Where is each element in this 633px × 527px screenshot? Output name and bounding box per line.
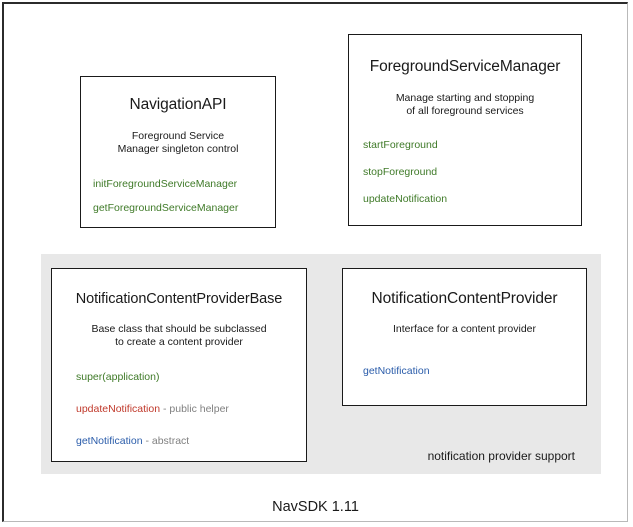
class-description-line: of all foreground services (406, 105, 524, 117)
method-name: getForegroundServiceManager (93, 202, 239, 214)
class-title-foreground-service-manager: ForegroundServiceManager (369, 58, 561, 75)
class-description-line: to create a content provider (115, 336, 243, 348)
class-box-notification-content-provider[interactable]: NotificationContentProvider Interface fo… (342, 268, 587, 406)
class-description-line: Foreground Service (131, 130, 225, 142)
method-item[interactable]: updateNotification (363, 193, 581, 206)
class-title-notification-content-provider: NotificationContentProvider (371, 290, 558, 307)
method-name: startForeground (363, 139, 438, 151)
class-description-foreground-service-manager: Manage starting and stopping of all fore… (349, 92, 581, 118)
method-name: getNotification (363, 365, 430, 377)
class-box-notification-content-provider-base[interactable]: NotificationContentProviderBase Base cla… (51, 268, 307, 462)
footer-version-label: NavSDK 1.11 (272, 499, 359, 515)
method-note: - public helper (160, 403, 229, 415)
method-item[interactable]: super(application) (76, 371, 306, 384)
method-note: - abstract (142, 435, 190, 447)
method-item[interactable]: getNotification (363, 365, 586, 378)
method-name: updateNotification (363, 193, 448, 205)
group-panel-label: notification provider support (427, 449, 575, 463)
method-name: super(application) (76, 371, 160, 383)
diagram-frame: NavigationAPI Foreground Service Manager… (2, 2, 628, 522)
method-item[interactable]: getForegroundServiceManager (93, 202, 275, 215)
method-name: getNotification (76, 435, 143, 447)
class-title-notification-content-provider-base: NotificationContentProviderBase (75, 291, 283, 307)
class-title-navigation-api: NavigationAPI (129, 96, 227, 113)
class-description-line: Manager singleton control (117, 143, 239, 155)
method-item[interactable]: startForeground (363, 139, 581, 152)
method-list-notification-content-provider-base: super(application) updateNotification - … (52, 371, 306, 448)
class-description-navigation-api: Foreground Service Manager singleton con… (81, 130, 275, 156)
class-box-navigation-api[interactable]: NavigationAPI Foreground Service Manager… (80, 76, 276, 228)
method-name: updateNotification (76, 403, 161, 415)
class-description-line: Interface for a content provider (393, 323, 536, 335)
class-description-line: Manage starting and stopping (395, 92, 535, 104)
method-item[interactable]: getNotification - abstract (76, 435, 306, 448)
method-name: stopForeground (363, 166, 438, 178)
class-description-line: Base class that should be subclassed (91, 323, 267, 335)
class-description-notification-content-provider-base: Base class that should be subclassed to … (52, 323, 306, 349)
method-item[interactable]: stopForeground (363, 166, 581, 179)
method-item[interactable]: updateNotification - public helper (76, 403, 306, 416)
method-item[interactable]: initForegroundServiceManager (93, 178, 275, 191)
class-box-foreground-service-manager[interactable]: ForegroundServiceManager Manage starting… (348, 34, 582, 226)
method-list-navigation-api: initForegroundServiceManager getForegrou… (81, 178, 275, 215)
method-name: initForegroundServiceManager (93, 178, 238, 190)
class-description-notification-content-provider: Interface for a content provider (343, 323, 586, 336)
method-list-foreground-service-manager: startForeground stopForeground updateNot… (349, 139, 581, 206)
method-list-notification-content-provider: getNotification (343, 365, 586, 378)
